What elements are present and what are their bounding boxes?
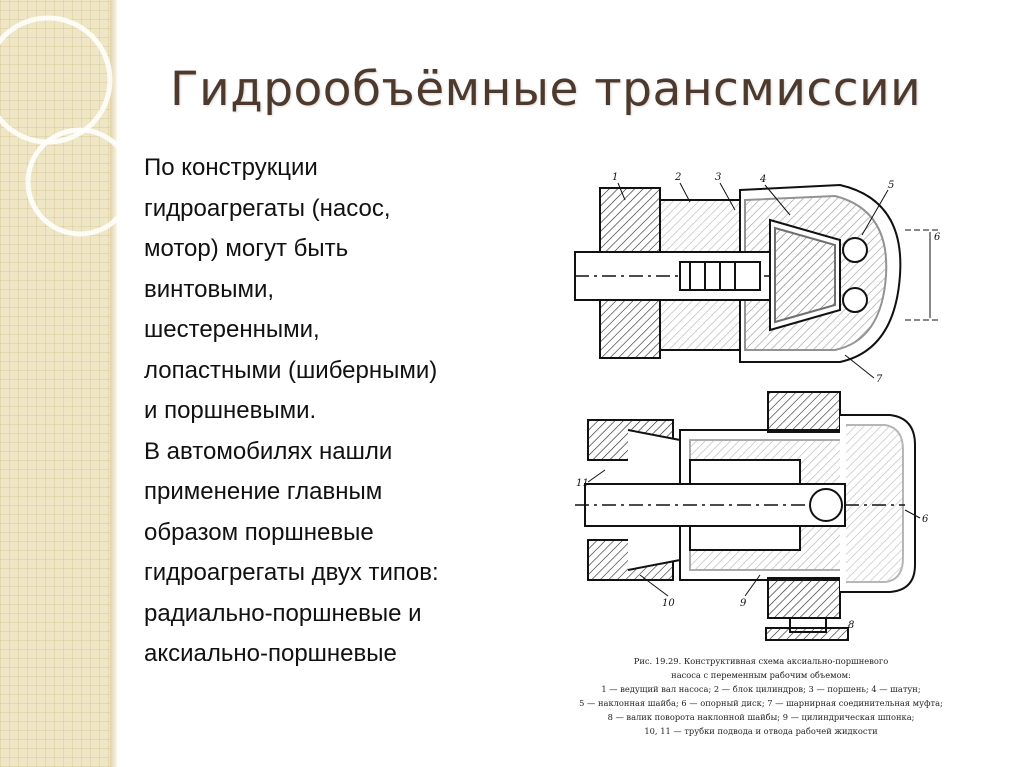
body-line: шестеренными,: [144, 316, 320, 343]
body-line: винтовыми,: [144, 275, 275, 303]
callout-9: 9: [740, 598, 747, 609]
bottom-drawing: [575, 391, 916, 641]
callout-1: 1: [612, 172, 618, 183]
sidebar-edge: [110, 0, 117, 767]
top-drawing: [574, 183, 940, 363]
body-line: лопастными (шиберными): [144, 356, 438, 384]
callout-2: 2: [674, 172, 681, 183]
caption-line: 5 — наклонная шайба; 6 — опорный диск; 7…: [579, 698, 943, 708]
callout-7: 7: [876, 374, 883, 385]
callout-6-bottom: 6: [922, 514, 929, 525]
callout-6-top: 6: [934, 232, 941, 243]
body-line: гидроагрегаты (насос,: [144, 194, 391, 222]
body-line: применение главным: [144, 478, 383, 505]
body-text: По конструкции гидроагрегаты (насос, мот…: [144, 148, 554, 675]
decorative-sidebar: [0, 0, 110, 767]
caption-line: насоса с переменным рабочим объемом:: [671, 670, 851, 680]
callout-5: 5: [888, 180, 894, 191]
callout-10: 10: [662, 598, 675, 609]
body-line: мотор) могут быть: [144, 235, 349, 262]
callout-4: 4: [759, 174, 766, 185]
caption-line: 10, 11 — трубки подвода и отвода рабочей…: [644, 726, 878, 736]
body-line: аксиально-поршневые: [144, 640, 397, 667]
callout-3: 3: [715, 172, 721, 183]
decorative-circles: [0, 15, 130, 237]
caption-line: 1 — ведущий вал насоса; 2 — блок цилиндр…: [601, 684, 921, 694]
body-line: По конструкции: [144, 154, 318, 181]
caption-line: Рис. 19.29. Конструктивная схема аксиаль…: [633, 656, 889, 666]
callout-8: 8: [848, 620, 854, 631]
body-line: В автомобилях нашли: [144, 437, 393, 465]
caption-line: 8 — валик поворота наклонной шайбы; 9 — …: [607, 712, 915, 722]
figure-caption: Рис. 19.29. Конструктивная схема аксиаль…: [526, 654, 996, 738]
callout-11: 11: [576, 478, 589, 489]
body-line: и поршневыми.: [144, 397, 317, 424]
pump-diagram: 1 2 3 4 5 6 7 11 10 9 8 6: [574, 172, 941, 641]
slide-title: Гидрообъёмные трансмиссии: [170, 62, 922, 117]
body-line: гидроагрегаты двух типов:: [144, 559, 439, 586]
body-line: образом поршневые: [144, 518, 374, 546]
body-line: радиально-поршневые и: [144, 599, 422, 627]
